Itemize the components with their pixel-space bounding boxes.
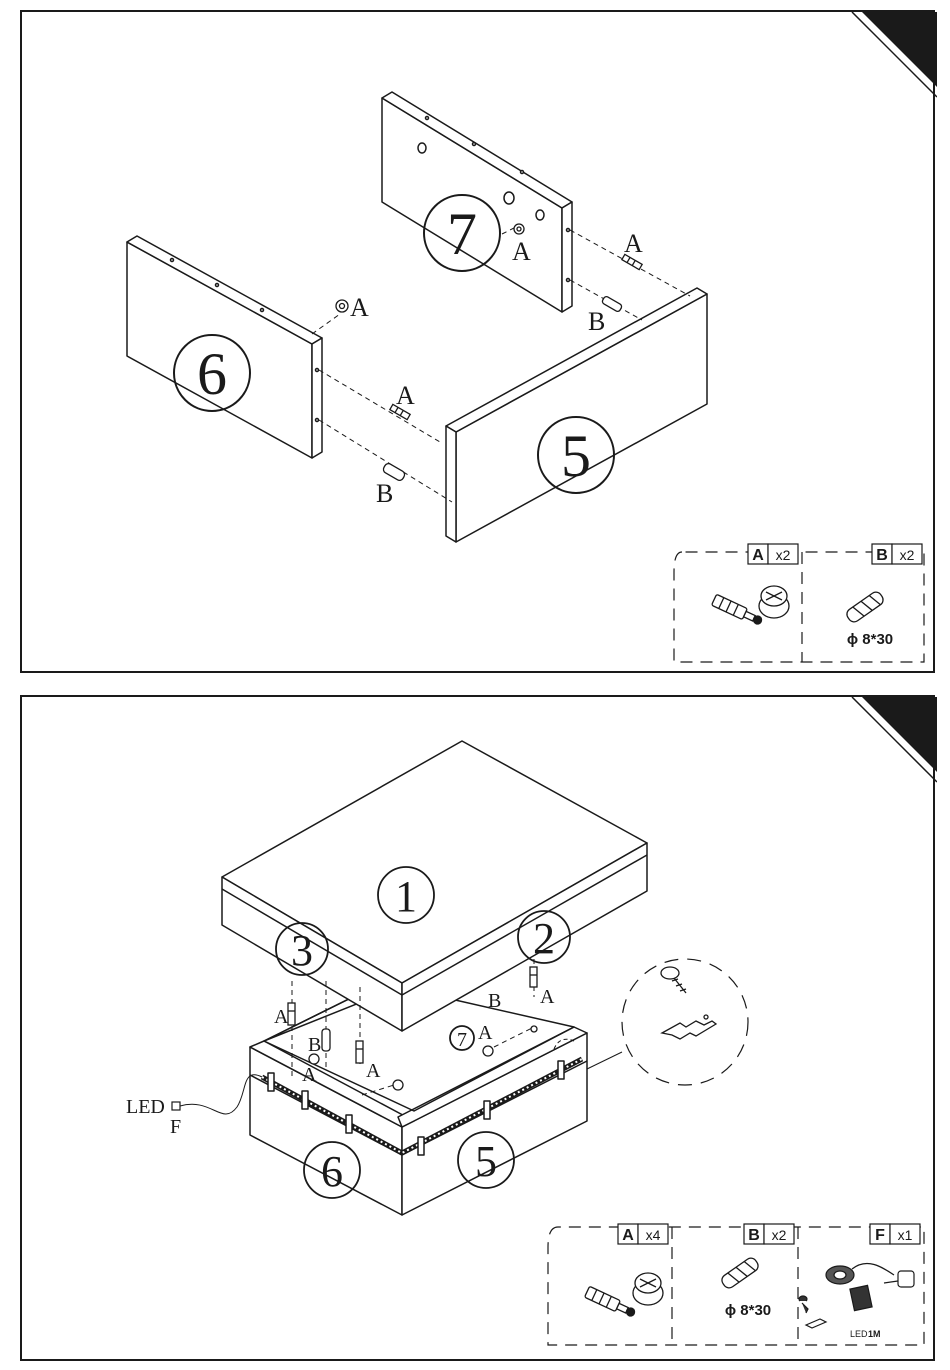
hardware-a-qty: x4: [646, 1227, 661, 1243]
callout-f: F: [170, 1116, 181, 1138]
cam-bolt-icon: [530, 967, 537, 987]
hardware-a-qty: x2: [776, 547, 791, 563]
step-2-diagram: 1 2 3 7 6 5 B A A B A A A LED F A x4 B x…: [22, 697, 937, 1363]
hardware-b-label: B: [876, 547, 888, 564]
callout-a: A: [366, 1060, 381, 1082]
cam-lock-icon: [336, 300, 348, 312]
cam-fitting-icon: [585, 1273, 663, 1319]
hardware-b-spec: ϕ 8*30: [847, 631, 893, 648]
cam-fitting-icon: [712, 586, 789, 627]
hardware-b-spec: ϕ 8*30: [725, 1302, 771, 1319]
step-2-panel: 1 2 3 7 6 5 B A A B A A A LED F A x4 B x…: [20, 695, 935, 1361]
callout-b: B: [588, 307, 605, 336]
step-1-panel: 7 6 5 A A B A A B A x2 B x2 ϕ 8*30: [20, 10, 935, 673]
hardware-a-label: A: [622, 1227, 634, 1244]
led-label: LED: [126, 1096, 165, 1118]
callout-a: A: [478, 1022, 493, 1044]
part-7-label: 7: [457, 1029, 467, 1051]
callout-a: A: [274, 1006, 289, 1028]
step-corner-tab: [862, 12, 937, 87]
part-6-label: 6: [197, 341, 227, 407]
step-corner-tab: [862, 697, 937, 772]
hardware-b-qty: x2: [900, 547, 915, 563]
hardware-a-label: A: [752, 547, 764, 564]
hardware-b-qty: x2: [772, 1227, 787, 1243]
hardware-b-label: B: [748, 1227, 760, 1244]
callout-a: A: [302, 1064, 317, 1086]
callout-a: A: [512, 237, 531, 266]
hardware-f-caption-led: LED: [850, 1329, 868, 1339]
hardware-box: A x2 B x2 ϕ 8*30: [674, 544, 924, 662]
wood-dowel-icon: [322, 1029, 330, 1051]
callout-a: A: [624, 229, 643, 258]
callout-b: B: [308, 1034, 321, 1056]
screw-icon: [661, 967, 686, 993]
panel-1-top: [222, 741, 647, 1031]
step-1-diagram: 7 6 5 A A B A A B A x2 B x2 ϕ 8*30: [22, 12, 937, 675]
part-7-label: 7: [447, 201, 477, 267]
part-3-label: 3: [291, 926, 313, 975]
wood-dowel-icon: [720, 1256, 761, 1290]
callout-a: A: [396, 381, 415, 410]
callout-b: B: [376, 479, 393, 508]
part-2-label: 2: [533, 914, 555, 963]
callout-a: A: [350, 293, 369, 322]
part-5-label: 5: [475, 1137, 497, 1186]
hardware-box: A x4 B x2 F x1 ϕ 8*30 LED 1M: [548, 1224, 924, 1345]
cam-lock-icon: [483, 1046, 493, 1056]
cam-lock-icon: [393, 1080, 403, 1090]
led-plug: [172, 1075, 262, 1114]
part-5-label: 5: [561, 423, 591, 489]
hardware-f-caption-length: 1M: [868, 1329, 881, 1339]
strip-clip-icon: [662, 1015, 716, 1039]
led-kit-icon: [799, 1263, 914, 1328]
cam-lock-icon: [514, 224, 524, 234]
panel-5: [446, 288, 707, 542]
part-6-label: 6: [321, 1147, 343, 1196]
wood-dowel-icon: [845, 590, 886, 624]
cam-bolt-icon: [288, 1003, 295, 1025]
hardware-f-label: F: [875, 1227, 885, 1244]
hardware-f-qty: x1: [898, 1227, 913, 1243]
part-1-label: 1: [395, 872, 417, 921]
cam-hole: [531, 1026, 537, 1032]
callout-b: B: [488, 990, 501, 1012]
cam-bolt-icon: [356, 1041, 363, 1063]
callout-a: A: [540, 986, 555, 1008]
panel-7: [382, 92, 572, 312]
